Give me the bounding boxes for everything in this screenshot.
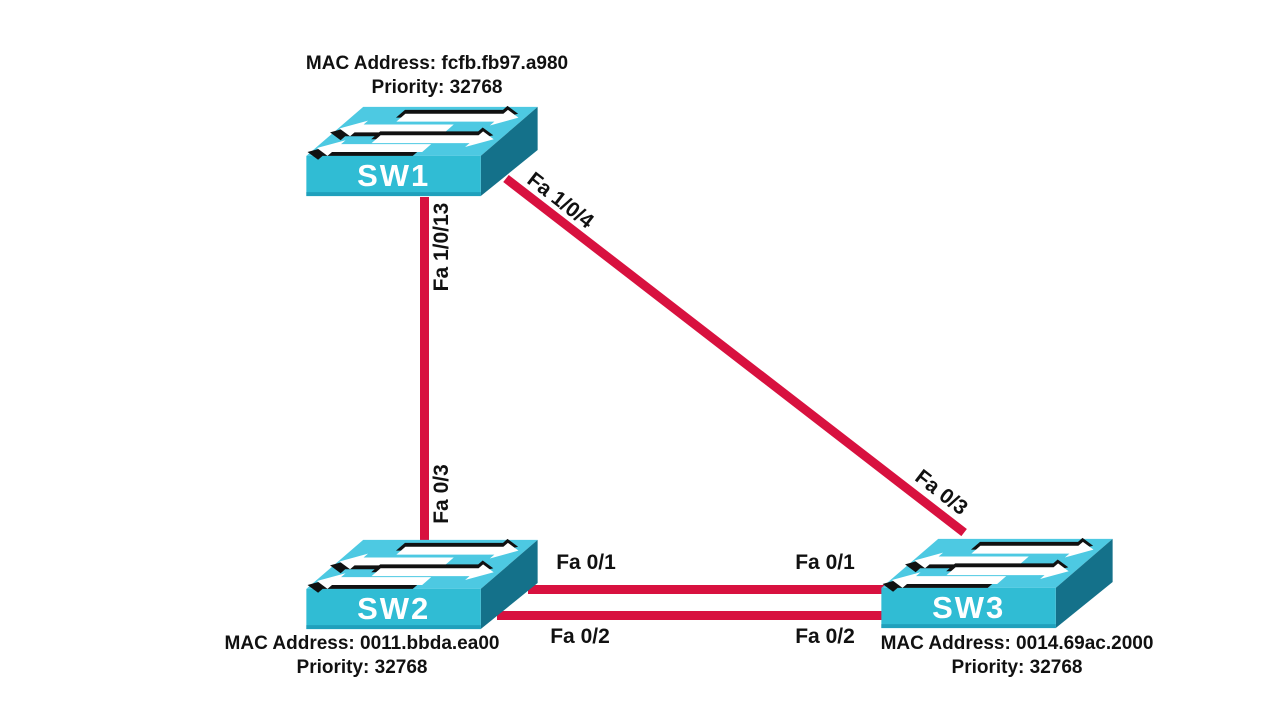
sw1-mac-label: MAC Address: fcfb.fb97.a980 (305, 53, 569, 74)
switch-sw2-info: MAC Address: 0011.bbda.ea00 Priority: 32… (192, 632, 532, 680)
link-sw1-sw3-line (503, 174, 967, 536)
switch-sw1: SW1 (304, 101, 540, 199)
port-label-sw2-fa0-1: Fa 0/1 (556, 551, 616, 574)
switch-sw2: SW2 (304, 534, 540, 632)
switch-sw1-info: MAC Address: fcfb.fb97.a980 Priority: 32… (267, 52, 607, 100)
port-label-sw2-fa0-3: Fa 0/3 (430, 464, 453, 524)
port-label-sw3-fa0-2: Fa 0/2 (795, 625, 855, 648)
switch-sw3: SW3 (879, 533, 1115, 631)
sw2-priority-label: Priority: 32768 (296, 657, 428, 678)
port-label-sw3-fa0-1: Fa 0/1 (795, 551, 855, 574)
port-label-sw2-fa0-2: Fa 0/2 (550, 625, 610, 648)
link-sw1-sw2-line (420, 197, 429, 547)
sw3-priority-label: Priority: 32768 (951, 657, 1083, 678)
sw1-priority-label: Priority: 32768 (371, 77, 503, 98)
switch-sw2-name: SW2 (357, 590, 431, 626)
port-label-sw1-fa1-0-13: Fa 1/0/13 (430, 202, 453, 292)
link-sw2-sw3-upper-line (528, 585, 884, 594)
link-sw2-sw3-lower-line (497, 611, 886, 620)
sw2-mac-label: MAC Address: 0011.bbda.ea00 (224, 633, 500, 654)
sw3-mac-label: MAC Address: 0014.69ac.2000 (880, 633, 1154, 654)
switch-sw3-name: SW3 (932, 589, 1006, 625)
switch-sw3-info: MAC Address: 0014.69ac.2000 Priority: 32… (847, 632, 1187, 680)
switch-sw1-name: SW1 (357, 157, 431, 193)
